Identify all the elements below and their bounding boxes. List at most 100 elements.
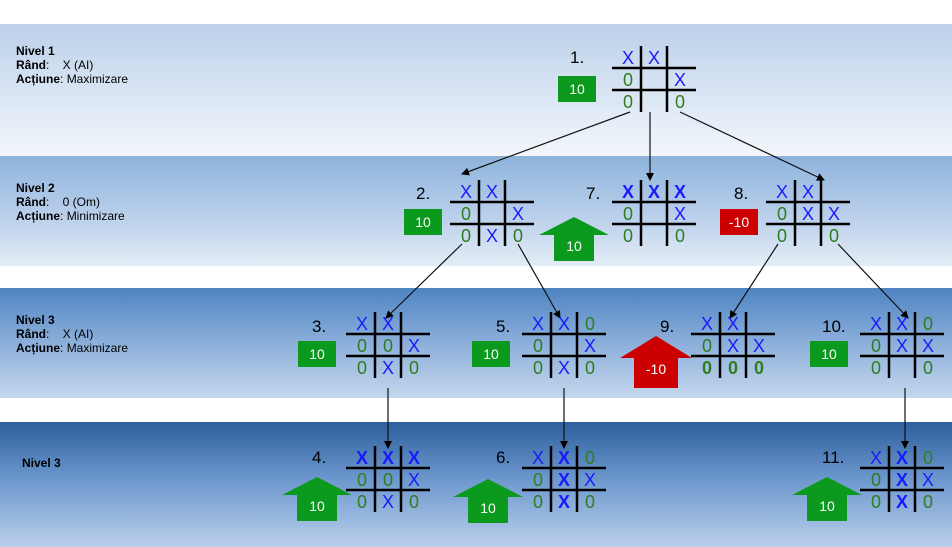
board-grid (522, 312, 606, 378)
x-mark: X (558, 314, 570, 334)
edge-1-8 (679, 111, 825, 181)
score-arrow (282, 477, 352, 521)
x-mark: X (701, 314, 713, 334)
x-mark: X (802, 182, 814, 202)
level-4-info: Nivel 3 (22, 456, 61, 470)
level-title: Nivel 1 (16, 44, 55, 58)
turn-label: Rând (16, 195, 46, 209)
x-mark: X (532, 314, 544, 334)
x-mark: X (922, 470, 934, 490)
x-mark: X (486, 182, 498, 202)
board-grid (860, 312, 944, 378)
x-mark: X (382, 358, 394, 378)
score-box (298, 341, 336, 367)
x-mark: X (674, 182, 686, 202)
x-mark: X (922, 336, 934, 356)
x-mark: X (648, 48, 660, 68)
x-mark: X (896, 314, 908, 334)
x-mark: X (622, 48, 634, 68)
o-mark: 0 (923, 358, 933, 378)
score-value: 10 (821, 346, 837, 362)
x-mark: X (558, 358, 570, 378)
edge-8-9 (729, 243, 779, 319)
x-mark: X (648, 182, 660, 202)
x-mark: X (776, 182, 788, 202)
score-box (558, 76, 596, 102)
x-mark: X (753, 336, 765, 356)
x-mark: X (382, 448, 394, 468)
o-mark: 0 (871, 492, 881, 512)
node-label: 5. (496, 317, 510, 336)
score-value: 10 (480, 500, 496, 516)
board-grid (691, 312, 775, 378)
x-mark: X (896, 470, 908, 490)
node-label: 7. (586, 184, 600, 203)
score-arrow (453, 479, 523, 523)
node-label: 9. (660, 317, 674, 336)
node-label: 1. (570, 48, 584, 67)
score-box (472, 341, 510, 367)
x-mark: X (674, 70, 686, 90)
o-mark: 0 (585, 314, 595, 334)
o-mark: 0 (777, 226, 787, 246)
board-grid (766, 180, 850, 246)
x-mark: X (558, 470, 570, 490)
score-box (810, 341, 848, 367)
edge-1-2 (461, 111, 631, 176)
score-value: 10 (415, 214, 431, 230)
o-mark: 0 (923, 492, 933, 512)
o-mark: 0 (623, 92, 633, 112)
o-mark: 0 (702, 336, 712, 356)
score-value: 10 (309, 498, 325, 514)
o-mark: 0 (533, 358, 543, 378)
node-label: 10. (822, 317, 846, 336)
o-mark: 0 (675, 226, 685, 246)
x-mark: X (356, 314, 368, 334)
board-grid (346, 312, 430, 378)
action-label: Acțiune (16, 209, 61, 223)
x-mark: X (382, 492, 394, 512)
score-value: 10 (819, 498, 835, 514)
board-grid (612, 180, 696, 246)
o-mark: 0 (533, 470, 543, 490)
level-1-info: Nivel 1 Rând: X (AI) Acțiune: Maximizare (16, 44, 129, 86)
x-mark: X (828, 204, 840, 224)
o-mark: 0 (461, 226, 471, 246)
o-mark: 0 (357, 492, 367, 512)
score-value: 10 (566, 238, 582, 254)
o-mark: 0 (623, 70, 633, 90)
action-value: Maximizare (66, 72, 129, 86)
x-mark: X (896, 492, 908, 512)
x-mark: X (896, 336, 908, 356)
score-value: 10 (309, 346, 325, 362)
turn-value: X (AI) (62, 327, 94, 341)
turn-value: 0 (Om) (62, 195, 101, 209)
o-mark: 0 (383, 470, 393, 490)
score-box (404, 209, 442, 235)
o-mark: 0 (829, 226, 839, 246)
o-mark: 0 (728, 358, 738, 378)
board-grid (450, 180, 534, 246)
board-grid (522, 446, 606, 512)
o-mark: 0 (675, 92, 685, 112)
x-mark: X (408, 336, 420, 356)
x-mark: X (584, 336, 596, 356)
level-title: Nivel 2 (16, 181, 55, 195)
x-mark: X (486, 226, 498, 246)
x-mark: X (356, 448, 368, 468)
node-label: 11. (822, 448, 844, 467)
node-label: 4. (312, 448, 326, 467)
x-mark: X (408, 470, 420, 490)
x-mark: X (584, 470, 596, 490)
level-title: Nivel 3 (22, 456, 61, 470)
level-2-band (0, 156, 952, 266)
